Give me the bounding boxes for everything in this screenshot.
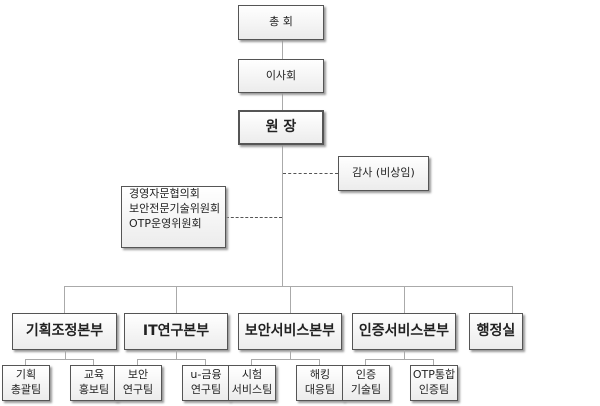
team-connector	[205, 359, 206, 365]
department-box: IT연구본부	[124, 313, 228, 350]
dept-drop	[64, 286, 65, 314]
general-assembly-box: 총 회	[238, 5, 324, 40]
committee-connector	[226, 217, 282, 218]
team-label: 인증팀	[418, 383, 450, 396]
team-label: 기술팀	[350, 383, 382, 396]
general-assembly-label: 총 회	[269, 15, 293, 29]
auditor-box: 감사 (비상임)	[338, 156, 429, 191]
dept-drop	[176, 286, 177, 314]
president-label: 원 장	[265, 119, 297, 136]
team-label: 해킹	[309, 368, 331, 382]
president-box: 원 장	[238, 110, 324, 145]
dept-bus-right	[512, 286, 513, 314]
auditor-connector	[283, 173, 338, 174]
dept-drop	[290, 286, 291, 314]
team-label: 서비스팀	[231, 383, 273, 396]
team-connector	[404, 350, 405, 359]
committee-item: 보안전문기술위원회	[129, 201, 221, 215]
department-label: IT연구본부	[142, 323, 210, 340]
dept-drop	[404, 286, 405, 314]
team-label: 연구팀	[122, 383, 154, 396]
board-label: 이사회	[265, 68, 297, 82]
department-box: 인증서비스본부	[352, 313, 456, 350]
team-label: 보안	[127, 368, 149, 382]
team-label: 대응팀	[304, 383, 336, 396]
committee-item: OTP운영위원회	[129, 216, 202, 230]
department-label: 기획조정본부	[25, 323, 104, 340]
department-label: 보안서비스본부	[244, 323, 336, 340]
team-label: 연구팀	[190, 383, 222, 396]
team-connector	[25, 359, 93, 360]
team-label: u-금융	[190, 368, 222, 382]
team-label: 기획	[15, 368, 37, 382]
team-label: 시험	[241, 368, 263, 382]
team-connector	[137, 359, 205, 360]
team-connector	[137, 359, 138, 365]
department-label: 인증서비스본부	[358, 323, 450, 340]
team-connector	[290, 350, 291, 359]
team-connector	[251, 359, 252, 365]
auditor-label: 감사 (비상임)	[352, 166, 415, 180]
team-connector	[64, 350, 66, 359]
team-label: OTP통합	[412, 368, 456, 382]
department-box: 보안서비스본부	[238, 313, 342, 350]
committee-item: 경영자문협의회	[129, 187, 200, 200]
team-label: 총괄팀	[10, 383, 42, 396]
team-connector	[93, 359, 94, 365]
team-connector	[433, 359, 434, 365]
main-spine	[282, 40, 283, 287]
team-label: 인증	[355, 368, 377, 382]
board-box: 이사회	[238, 59, 324, 93]
department-box: 행정실	[469, 313, 523, 350]
team-connector	[365, 359, 366, 365]
team-connector	[251, 359, 319, 360]
department-box: 기획조정본부	[12, 313, 117, 350]
team-connector	[25, 359, 26, 365]
team-label: 교육	[83, 368, 105, 382]
department-label: 행정실	[476, 323, 516, 340]
team-connector	[319, 359, 320, 365]
team-label: 홍보팀	[78, 383, 110, 396]
team-connector	[365, 359, 433, 360]
dept-bus	[64, 286, 513, 287]
committees-box: 경영자문협의회 보안전문기술위원회 OTP운영위원회	[121, 186, 226, 248]
team-connector	[176, 350, 177, 359]
